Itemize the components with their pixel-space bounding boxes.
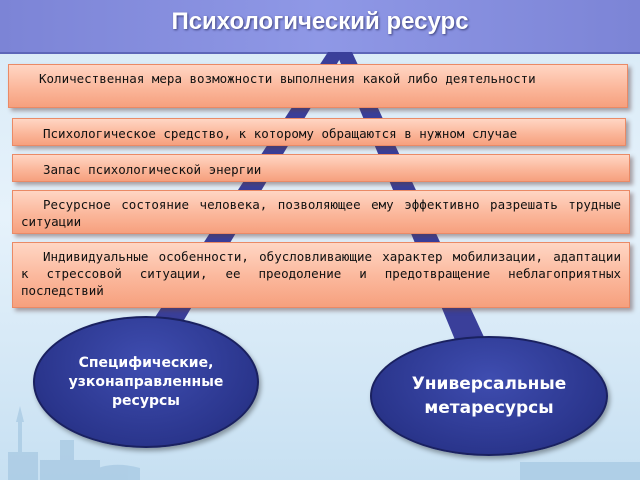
universal-metaresources-oval: Универсальные метаресурсы xyxy=(370,336,608,456)
page-title: Психологический ресурс xyxy=(171,8,469,35)
definition-box-4: Ресурсное состояние человека, позволяюще… xyxy=(12,190,630,234)
definition-text: Количественная мера возможности выполнен… xyxy=(39,71,536,86)
definition-box-2: Психологическое средство, к которому обр… xyxy=(12,118,626,146)
definition-box-3: Запас психологической энергии xyxy=(12,154,630,182)
universal-metaresources-label: Универсальные метаресурсы xyxy=(411,374,567,418)
definition-box-1: Количественная мера возможности выполнен… xyxy=(8,64,628,108)
specific-resources-label: Специфические, узконаправленные ресурсы xyxy=(68,354,224,409)
title-bar: Психологический ресурс xyxy=(0,0,640,54)
city-skyline-decoration xyxy=(8,406,640,480)
definition-box-5: Индивидуальные особенности, обусловливаю… xyxy=(12,242,630,308)
specific-resources-oval: Специфические, узконаправленные ресурсы xyxy=(33,316,259,448)
definition-text: Ресурсное состояние человека, позволяюще… xyxy=(21,197,621,229)
definition-text: Запас психологической энергии xyxy=(43,162,262,177)
definition-text: Психологическое средство, к которому обр… xyxy=(43,126,518,141)
definition-text: Индивидуальные особенности, обусловливаю… xyxy=(21,249,621,298)
